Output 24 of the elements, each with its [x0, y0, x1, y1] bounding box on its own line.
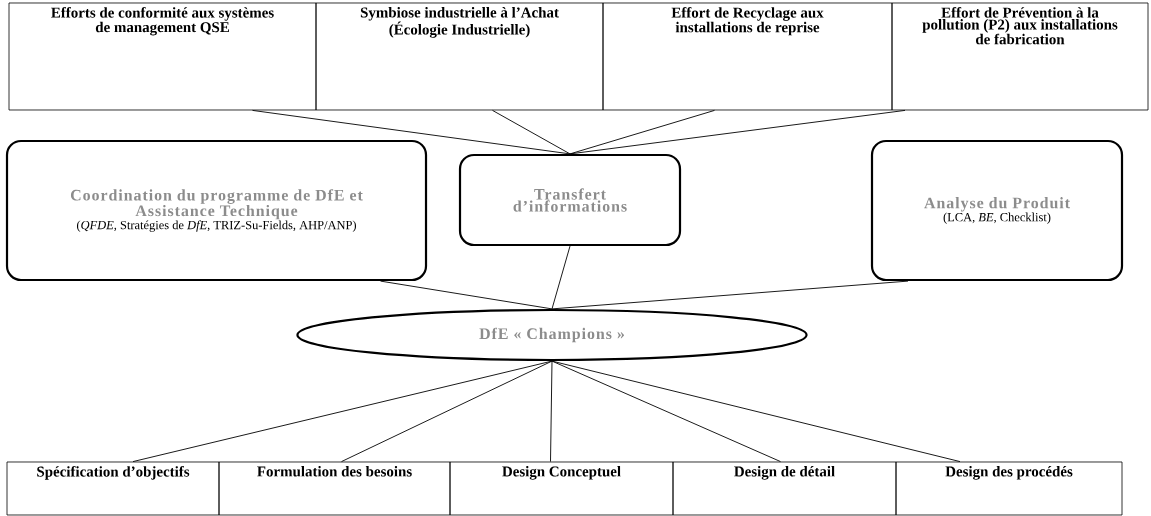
input-box: Effort de Prévention à la pollution (P2) aux installations de fabrication: [891, 2, 1149, 111]
input-box: Efforts de conformité aux systèmes de management QSE: [8, 2, 317, 111]
connector-line: [341, 360, 553, 463]
process-box: Transfert d’informations: [458, 153, 682, 247]
connector-line: [132, 360, 553, 463]
connector-line: [492, 109, 571, 155]
phase-box: Spécification d’objectifs: [6, 461, 220, 516]
connector-line: [551, 360, 961, 463]
phase-box: Design de détail: [672, 461, 897, 516]
connector-line: [569, 109, 715, 155]
process-box: Analyse du Produit (LCA, BE, Checklist): [870, 139, 1124, 282]
connector-line: [550, 360, 553, 463]
connector-line: [569, 109, 906, 155]
connector-line: [252, 109, 571, 155]
phase-box: Design Conceptuel: [449, 461, 674, 516]
connector-line: [551, 360, 781, 463]
process-box: Coordination du programme de DfE et Assistance Technique (QFDE, Stratégies de DfE, TRIZ-Su-Fields, AHP/ANP): [5, 139, 428, 282]
phase-box: Design des procédés: [895, 461, 1123, 516]
connector-line: [551, 245, 571, 310]
connector-line: [551, 280, 909, 310]
connector-line: [380, 280, 553, 310]
input-box: Symbiose industrielle à l’Achat (Écologie Industrielle): [315, 2, 604, 111]
phase-box: Formulation des besoins: [218, 461, 451, 516]
input-box: Effort de Recyclage aux installations de reprise: [602, 2, 893, 111]
